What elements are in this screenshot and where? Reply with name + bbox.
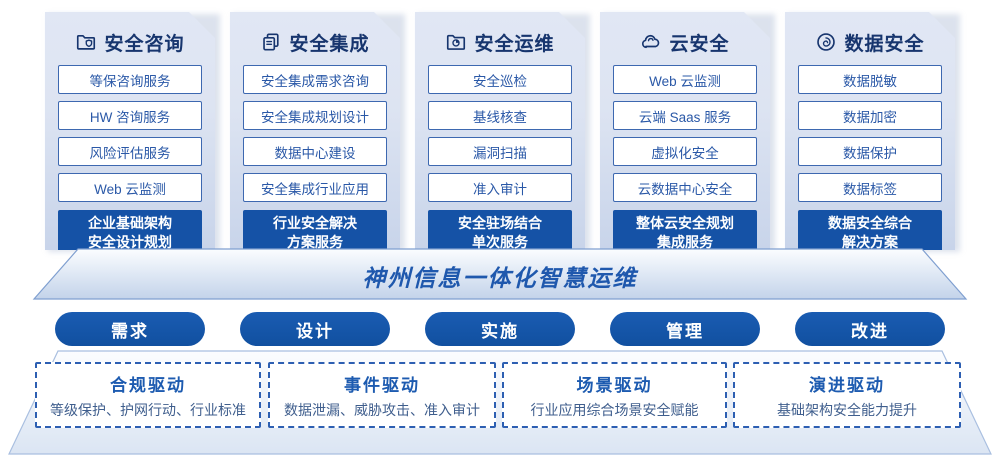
documents-icon (260, 31, 282, 53)
process-pill-design: 设计 (240, 312, 390, 346)
service-item: 漏洞扫描 (428, 137, 572, 166)
column-title: 数据安全 (844, 33, 925, 55)
service-item: 基线核查 (428, 101, 572, 130)
column-header: 安全集成 (230, 29, 400, 55)
driver-box-compliance: 合规驱动 等级保护、护网行动、行业标准 (35, 362, 261, 428)
driver-box-scenario: 场景驱动 行业应用综合场景安全赋能 (502, 362, 727, 428)
cloud-icon (640, 31, 662, 53)
driver-title: 事件驱动 (344, 375, 420, 395)
service-item: 等保咨询服务 (58, 65, 202, 94)
service-column-cloud-security: 云安全 Web 云监测 云端 Saas 服务 虚拟化安全 云数据中心安全 整体云… (600, 12, 770, 250)
service-item: 准入审计 (428, 173, 572, 202)
service-item: 云数据中心安全 (613, 173, 757, 202)
driver-desc: 数据泄漏、威胁攻击、准入审计 (284, 401, 480, 418)
fingerprint-icon (815, 31, 837, 53)
service-column-data-security: 数据安全 数据脱敏 数据加密 数据保护 数据标签 数据安全综合 解决方案 (785, 12, 955, 250)
driver-desc: 等级保护、护网行动、行业标准 (50, 401, 246, 418)
highlight-line: 单次服务 (472, 234, 528, 250)
column-title: 安全咨询 (104, 33, 185, 55)
service-column-security-integration: 安全集成 安全集成需求咨询 安全集成规划设计 数据中心建设 安全集成行业应用 行… (230, 12, 400, 250)
highlight-line: 解决方案 (842, 234, 898, 250)
highlight-line: 整体云安全规划 (636, 215, 734, 232)
driver-box-evolution: 演进驱动 基础架构安全能力提升 (733, 362, 961, 428)
banner-title: 神州信息一体化智慧运维 (362, 265, 638, 291)
highlight-line: 安全设计规划 (88, 234, 172, 250)
banner-platform (32, 248, 968, 300)
driver-box-event: 事件驱动 数据泄漏、威胁攻击、准入审计 (268, 362, 496, 428)
folder-shield-icon (75, 31, 97, 53)
service-item: 数据加密 (798, 101, 942, 130)
service-column-security-operations: 安全运维 安全巡检 基线核查 漏洞扫描 准入审计 安全驻场结合 单次服务 (415, 12, 585, 250)
service-item: 数据保护 (798, 137, 942, 166)
service-column-security-consulting: 安全咨询 等保咨询服务 HW 咨询服务 风险评估服务 Web 云监测 企业基础架… (45, 12, 215, 250)
service-item: 数据标签 (798, 173, 942, 202)
service-item: 安全巡检 (428, 65, 572, 94)
column-header: 数据安全 (785, 29, 955, 55)
highlight-line: 集成服务 (657, 234, 713, 250)
service-item: 数据中心建设 (243, 137, 387, 166)
process-pill-implementation: 实施 (425, 312, 575, 346)
highlight-line: 安全驻场结合 (458, 215, 542, 232)
column-header: 云安全 (600, 29, 770, 55)
service-item: HW 咨询服务 (58, 101, 202, 130)
process-pill-requirements: 需求 (55, 312, 205, 346)
highlight-line: 企业基础架构 (88, 215, 172, 232)
service-item: 虚拟化安全 (613, 137, 757, 166)
service-item: 数据脱敏 (798, 65, 942, 94)
service-item: 安全集成行业应用 (243, 173, 387, 202)
service-item: Web 云监测 (58, 173, 202, 202)
column-header: 安全运维 (415, 29, 585, 55)
driver-desc: 基础架构安全能力提升 (777, 401, 917, 418)
service-item: 安全集成规划设计 (243, 101, 387, 130)
process-pill-improvement: 改进 (795, 312, 945, 346)
folder-clock-icon (445, 31, 467, 53)
service-item-list: 等保咨询服务 HW 咨询服务 风险评估服务 Web 云监测 (58, 65, 202, 202)
service-item: 风险评估服务 (58, 137, 202, 166)
highlight-box: 行业安全解决 方案服务 (243, 210, 387, 256)
service-item-list: 安全巡检 基线核查 漏洞扫描 准入审计 (428, 65, 572, 202)
column-title: 云安全 (669, 33, 730, 55)
column-title: 安全运维 (474, 33, 555, 55)
driver-desc: 行业应用综合场景安全赋能 (530, 401, 699, 418)
highlight-line: 行业安全解决 (273, 215, 357, 232)
highlight-box: 整体云安全规划 集成服务 (613, 210, 757, 256)
process-pill-management: 管理 (610, 312, 760, 346)
highlight-box: 安全驻场结合 单次服务 (428, 210, 572, 256)
column-title: 安全集成 (289, 33, 370, 55)
service-item-list: 安全集成需求咨询 安全集成规划设计 数据中心建设 安全集成行业应用 (243, 65, 387, 202)
service-item-list: 数据脱敏 数据加密 数据保护 数据标签 (798, 65, 942, 202)
highlight-line: 方案服务 (287, 234, 343, 250)
service-item: 云端 Saas 服务 (613, 101, 757, 130)
service-item: Web 云监测 (613, 65, 757, 94)
driver-title: 合规驱动 (110, 375, 186, 395)
highlight-line: 数据安全综合 (828, 215, 912, 232)
column-header: 安全咨询 (45, 29, 215, 55)
highlight-box: 企业基础架构 安全设计规划 (58, 210, 202, 256)
driver-title: 演进驱动 (809, 375, 885, 395)
driver-title: 场景驱动 (576, 375, 653, 395)
highlight-box: 数据安全综合 解决方案 (798, 210, 942, 256)
service-item: 安全集成需求咨询 (243, 65, 387, 94)
service-item-list: Web 云监测 云端 Saas 服务 虚拟化安全 云数据中心安全 (613, 65, 757, 202)
